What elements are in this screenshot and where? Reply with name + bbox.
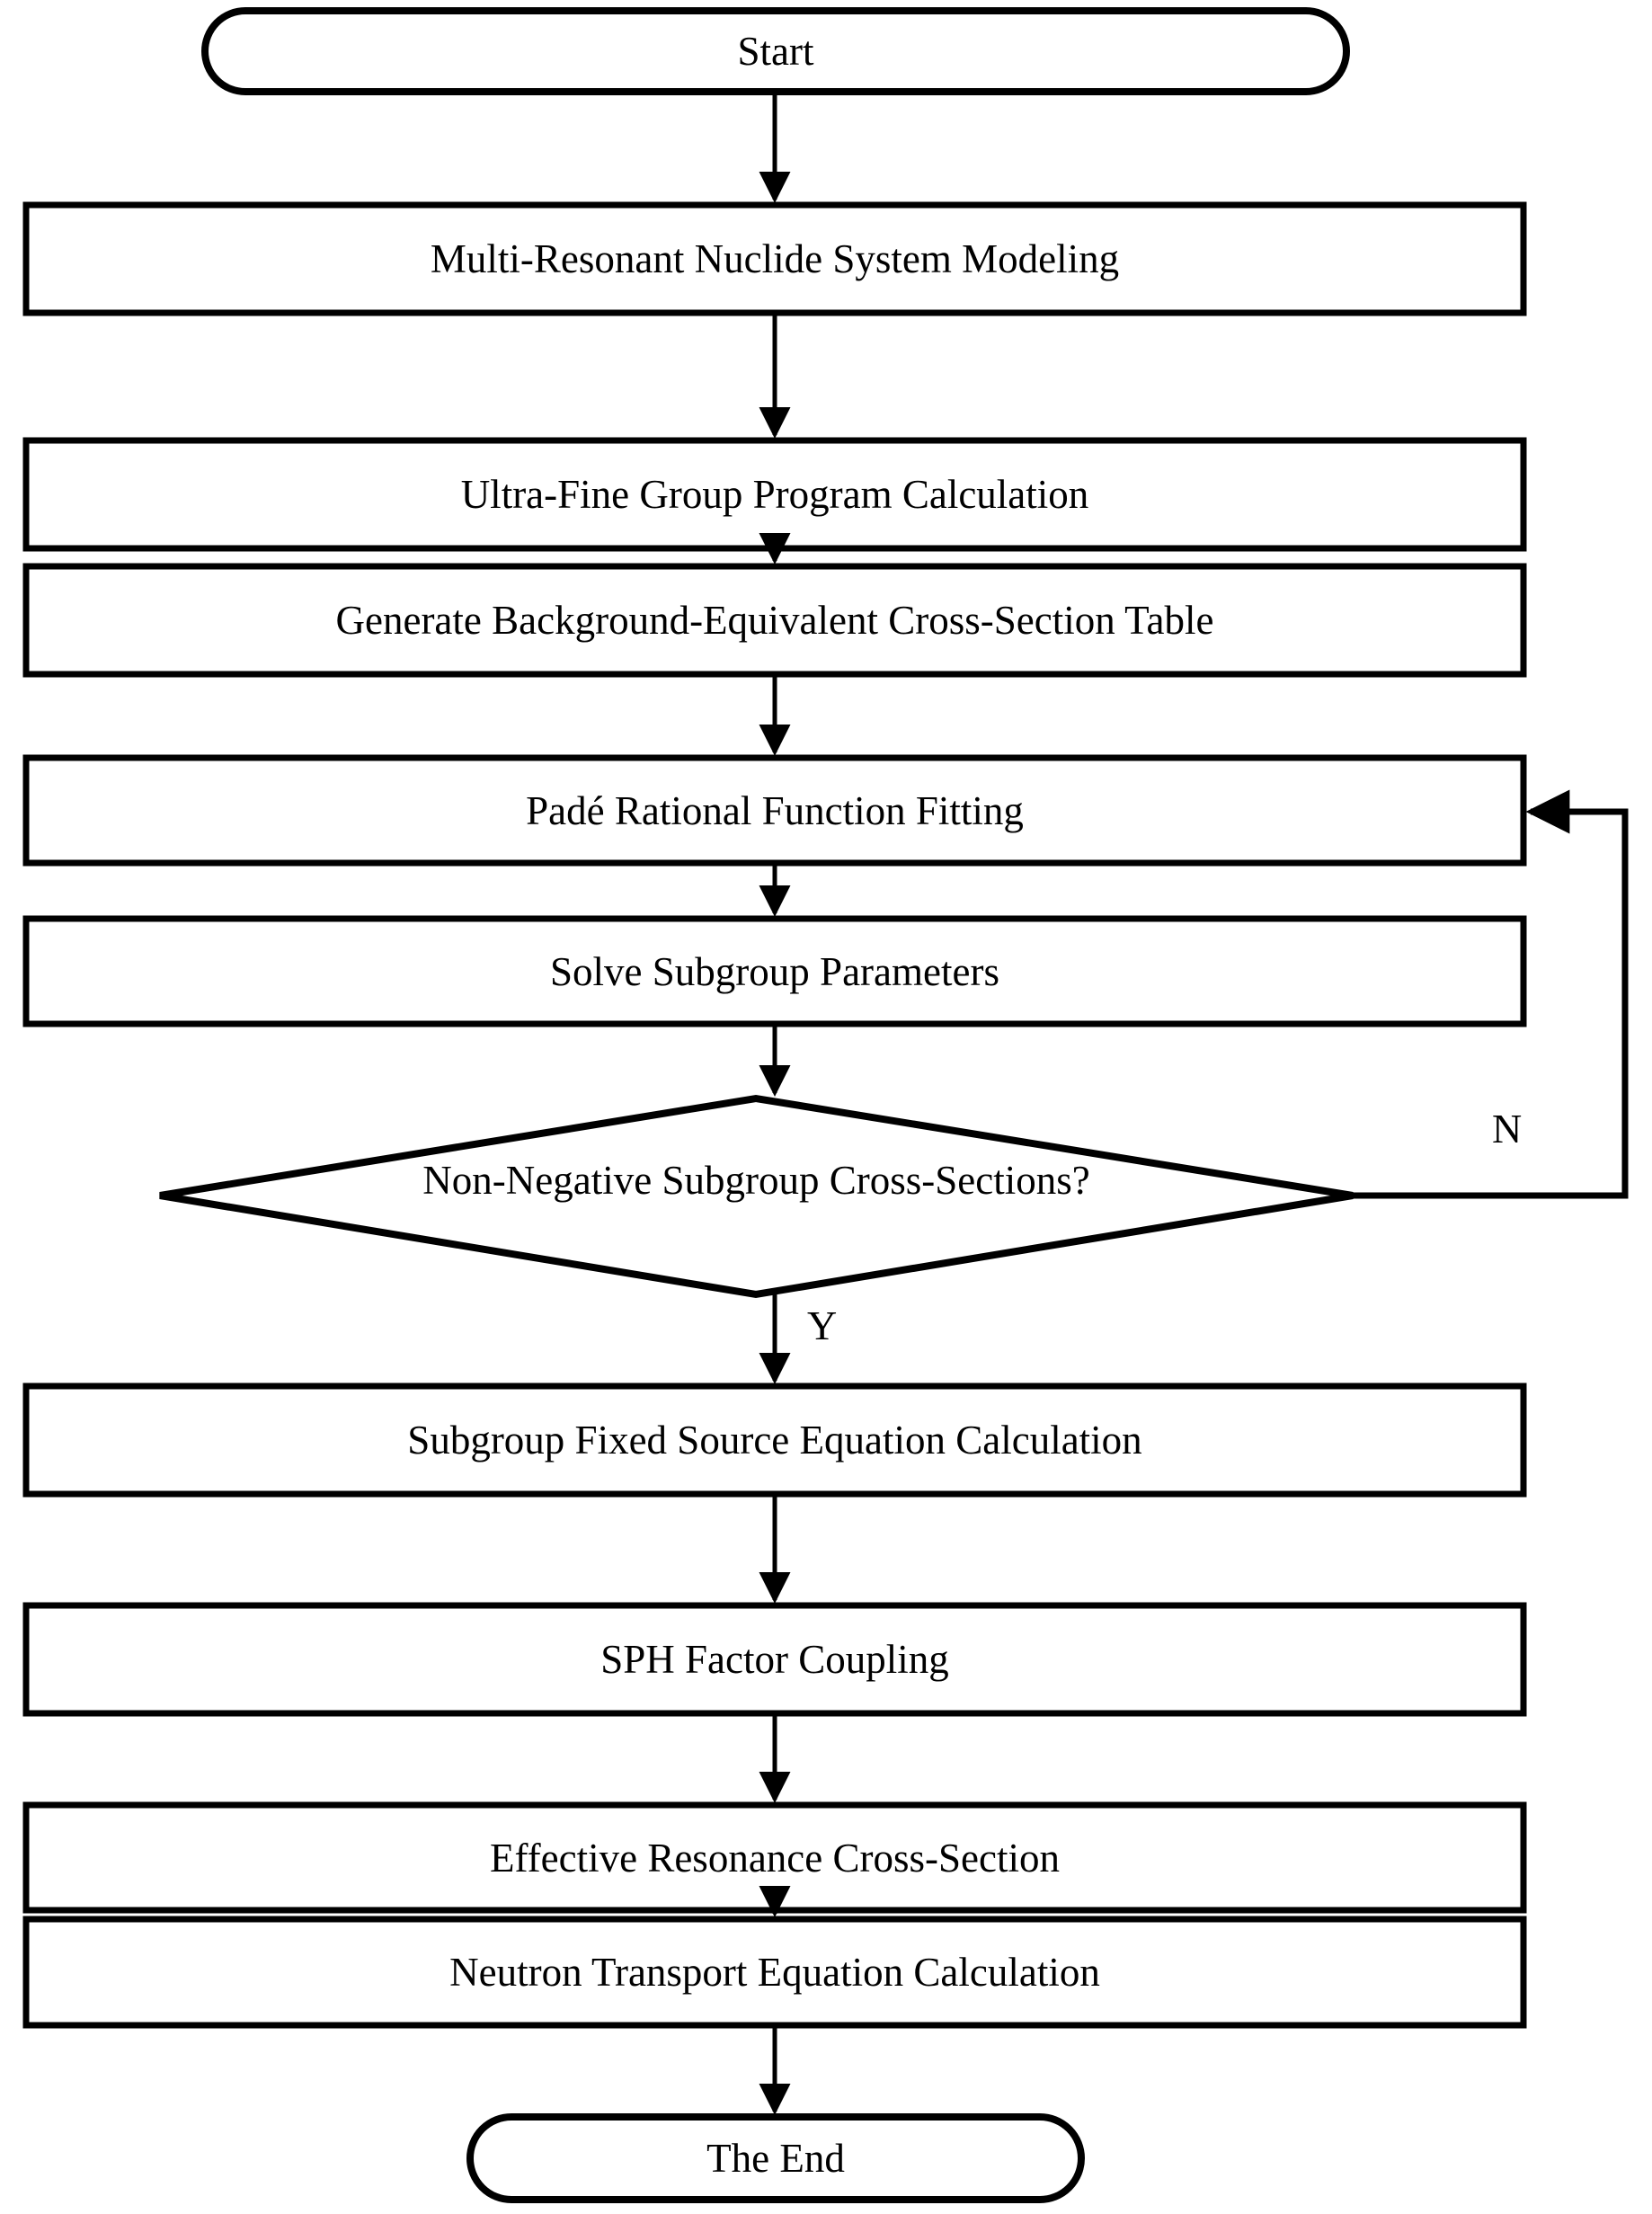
node-end-shape xyxy=(466,2113,1085,2203)
node-sph-shape xyxy=(22,1602,1527,1717)
node-bgxs-shape xyxy=(22,563,1527,678)
edge-decision-no-loopback xyxy=(1353,789,1629,1199)
node-fixedsource-shape xyxy=(22,1383,1527,1498)
edge-label-yes: Y xyxy=(807,1303,838,1348)
node-solve-shape xyxy=(22,915,1527,1027)
node-effxs-shape xyxy=(22,1801,1527,1914)
edge-label-no: N xyxy=(1492,1106,1523,1151)
node-decision-shape xyxy=(159,1094,1354,1299)
node-pade-shape xyxy=(22,754,1527,867)
node-transport-shape xyxy=(22,1916,1527,2029)
node-start-shape xyxy=(201,7,1350,95)
node-ufg-shape xyxy=(22,437,1527,552)
node-modeling-shape xyxy=(22,201,1527,316)
